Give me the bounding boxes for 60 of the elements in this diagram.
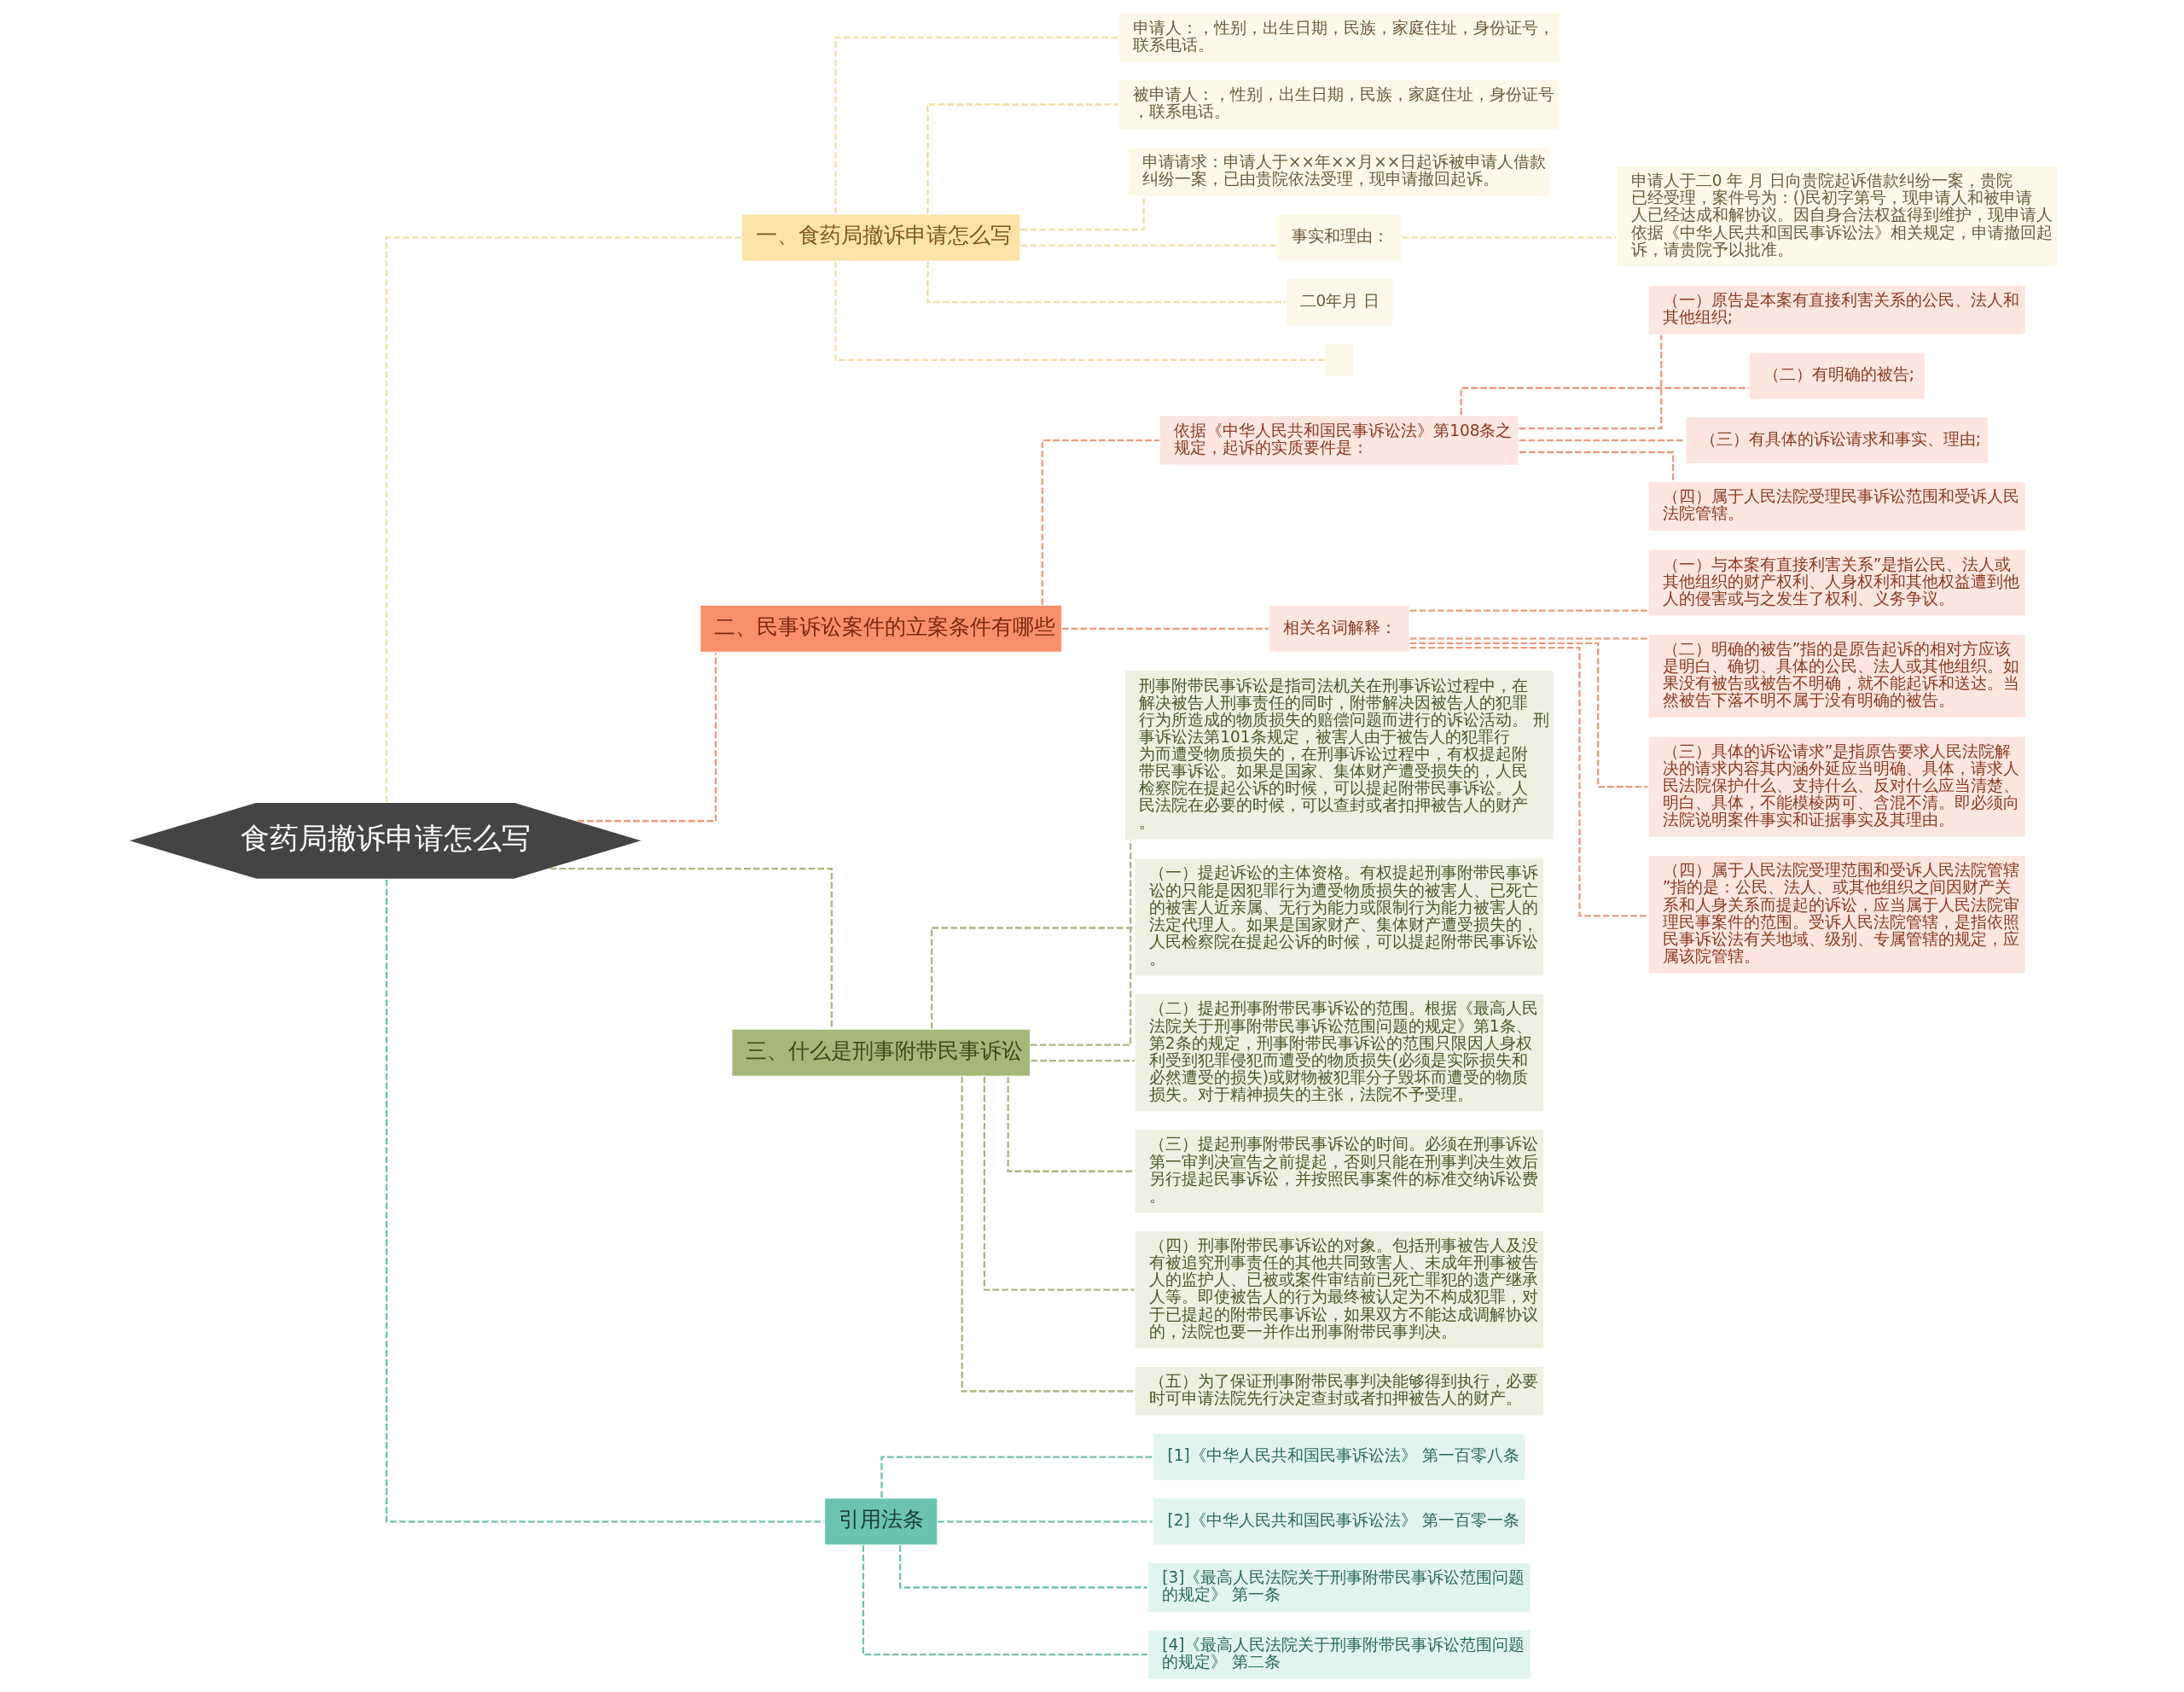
- connector: [1519, 439, 1685, 442]
- node-box: 申请人：，性别，出生日期，民族，家庭住址，身份证号，联系电话。: [1118, 11, 1560, 63]
- connector: [1041, 439, 1159, 605]
- node-box: （四）刑事附带民事诉讼的对象。包括刑事被告人及没有被追究刑事责任的其他共同致害人、未成年刑事被告人的监护人、已被或案件审结前已死亡罪犯的遗产继承人等。即使被告人的行为最终被认定为不构成犯罪，对于已提起的附带民事诉讼，如果双方不能达成调解协议的，法院也要一并作出刑事附带民事判决。: [1133, 1230, 1545, 1350]
- node-box: （二）明确的被告”指的是原告起诉的相对方应该是明白、确切、具体的公民、法人或其他组织。如果没有被告或被告不明确，就不能起诉和送达。当然被告下落不明不属于没有明确的被告。: [1647, 633, 2027, 719]
- node-box: （二）提起刑事附带民事诉讼的范围。根据《最高人民法院关于刑事附带民事诉讼范围问题的规定》第1条、第2条的规定，刑事附带民事诉讼的范围只限因人身权利受到犯罪侵犯而遭受的物质损失(必须是实际损失和必然遭受的损失)或财物被犯罪分子毁坏而遭受的物质损失。对于精神损失的主张，法院不予受理。: [1133, 992, 1545, 1113]
- node-box: 事实和理由：: [1275, 212, 1403, 262]
- connector: [385, 880, 824, 1523]
- connector: [1409, 642, 1647, 788]
- connector: [549, 867, 833, 1029]
- connector: [1061, 627, 1269, 630]
- node-box: 二0年月 日: [1284, 277, 1394, 327]
- connector: [1519, 334, 1662, 430]
- connector: [1409, 647, 1648, 917]
- connector: [834, 261, 1325, 362]
- connector: [937, 1520, 1153, 1523]
- connector: [926, 261, 1285, 304]
- node-box: 二、民事诉讼案件的立案条件有哪些: [699, 604, 1063, 654]
- node-box: （一）提起诉讼的主体资格。有权提起刑事附带民事诉讼的只能是因犯罪行为遭受物质损失的被害人、已死亡的被害人近亲属、无行为能力或限制行为能力被害人的法定代理人。如果是国家财产、集体财产遭受损失的，人民检察院在提起公诉的时候，可以提起附带民事诉讼。: [1133, 857, 1545, 978]
- connector: [960, 1076, 1134, 1393]
- connector: [1409, 637, 1648, 640]
- node-box: 申请人于二0 年 月 日向贵院起诉借款纠纷一案，贵院已经受理，案件号为：()民初字第号，现申请人和被申请人已经达成和解协议。因自身合法权益得到维护，现申请人依据《中华人民共和国民事诉讼法》相关规定，申请撤回起诉，请贵院予以批准。: [1615, 165, 2059, 268]
- connector: [930, 927, 1135, 1029]
- connector: [385, 236, 741, 802]
- node-box: （四）属于人民法院受理范围和受诉人民法院管辖”指的是：公民、法人、或其他组织之间因财产关系和人身关系而提起的诉讼，应当属于人民法院审理民事案件的范围。受诉人民法院管辖，是指依照民事诉讼法有关地域、级别、专属管辖的规定，应属该院管辖。: [1647, 854, 2027, 974]
- connector: [898, 1545, 1147, 1589]
- node-box: 相关名词解释：: [1268, 604, 1410, 654]
- connector: [1402, 236, 1616, 239]
- node-box: 被申请人：，性别，出生日期，民族，家庭住址，身份证号，联系电话。: [1118, 78, 1560, 131]
- node-box: （五）为了保证刑事附带民事判决能够得到执行，必要时可申请法院先行决定查封或者扣押被告人的财产。: [1133, 1365, 1545, 1417]
- node-box: 刑事附带民事诉讼是指司法机关在刑事诉讼过程中，在解决被告人刑事责任的同时，附带解决因被告人的犯罪行为所造成的物质损失的赔偿问题而进行的诉讼活动。 刑事诉讼法第101条规定，被害人由于被告人的犯罪行为而遭受物质损失的，在刑事诉讼过程中，有权提起附带民事诉讼。如果是国家、集体财产遭受损失的，人民检察院在提起公诉的时候，可以提起附带民事诉讼。人民法院在必要的时候，可以查封或者扣押被告人的财产。: [1124, 669, 1554, 841]
- node-box: [2]《中华人民共和国民事诉讼法》 第一百零一条: [1152, 1497, 1526, 1546]
- connector: [1409, 609, 1648, 612]
- node-box: 依据《中华人民共和国民事诉讼法》第108条之规定，起诉的实质要件是：: [1158, 415, 1519, 467]
- node-box: 一、食药局撤诉申请怎么写: [740, 212, 1021, 262]
- node-box: （一）与本案有直接利害关系”是指公民、法人或其他组织的财产权利、人身权利和其他权益遭到他人的侵害或与之发生了权利、义务争议。: [1647, 548, 2027, 617]
- connector: [1519, 451, 1674, 481]
- connector: [862, 1545, 1147, 1656]
- node-box: （一）原告是本案有直接利害关系的公民、法人和其他组织;: [1647, 284, 2027, 336]
- node-box: [3]《最高人民法院关于刑事附带民事诉讼范围问题的规定》 第一条: [1147, 1561, 1531, 1614]
- connector: [1020, 196, 1145, 231]
- connector: [577, 652, 717, 823]
- connector: [1031, 1059, 1135, 1062]
- node-box: 引用法条: [823, 1497, 938, 1546]
- connector: [1007, 1076, 1134, 1172]
- node-box: [1]《中华人民共和国民事诉讼法》 第一百零八条: [1152, 1433, 1526, 1482]
- connector: [880, 1456, 1153, 1498]
- node-box: [1323, 342, 1355, 377]
- node-box: [4]《最高人民法院关于刑事附带民事诉讼范围问题的规定》 第二条: [1147, 1629, 1531, 1681]
- node-box: （二）有明确的被告;: [1747, 351, 1926, 400]
- node-box: 三、什么是刑事附带民事诉讼: [730, 1028, 1031, 1078]
- node-box: （三）有具体的诉讼请求和事实、理由;: [1684, 416, 1989, 465]
- node-box: （三）提起刑事附带民事诉讼的时间。必须在刑事诉讼第一审判决宣告之前提起，否则只能在刑事判决生效后另行提起民事诉讼，并按照民事案件的标准交纳诉讼费。: [1133, 1128, 1545, 1214]
- connector: [1020, 244, 1276, 247]
- connector: [926, 103, 1118, 214]
- connector: [983, 1077, 1135, 1291]
- node-box: （三）具体的诉讼请求”是指原告要求人民法院解决的请求内容其内涵外延应当明确、具体，请求人民法院保护什么、支持什么、反对什么应当清楚、明白、具体，不能模棱两可、含混不清。即必须向法院说明案件事实和证据事实及其理由。: [1647, 735, 2027, 839]
- connector: [834, 36, 1118, 214]
- node-box: （四）属于人民法院受理民事诉讼范围和受诉人民法院管辖。: [1647, 480, 2027, 532]
- node-box: 申请请求：申请人于××年××月××日起诉被申请人借款纠纷一案，已由贵院依法受理，现申请撤回起诉。: [1126, 146, 1551, 198]
